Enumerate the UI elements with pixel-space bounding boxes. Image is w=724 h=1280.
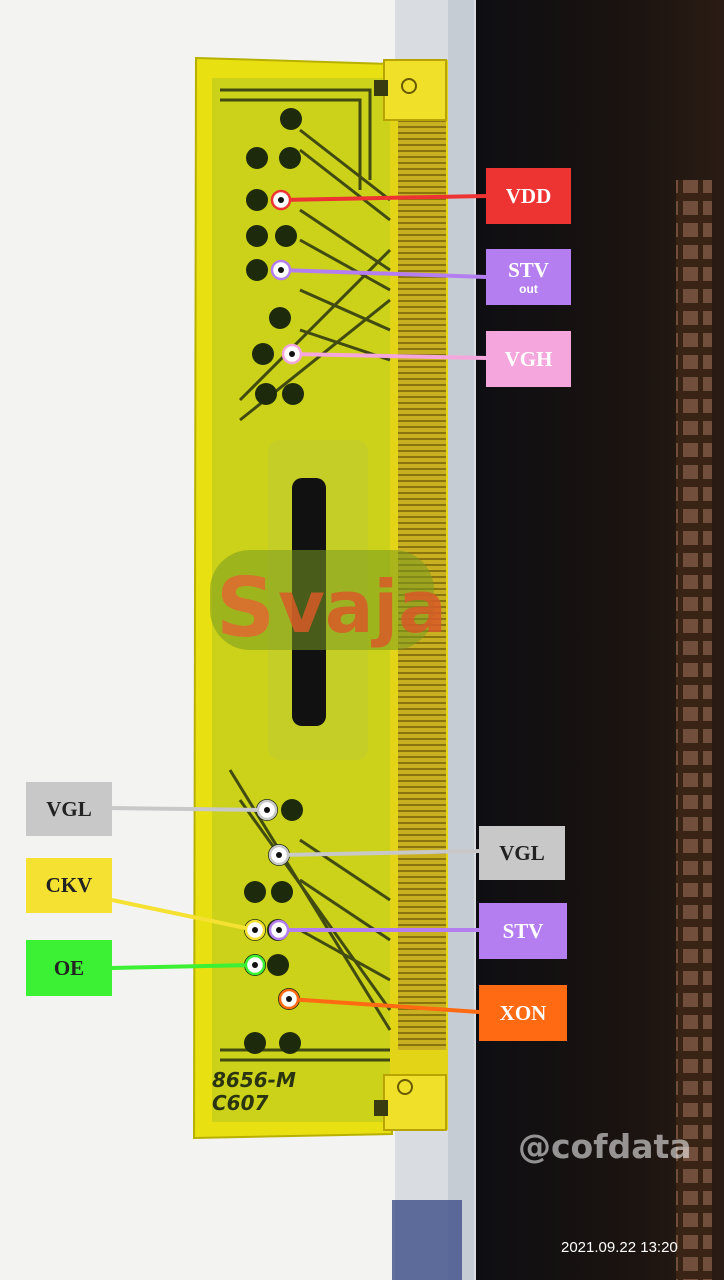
- ckv-label: CKV: [26, 858, 112, 913]
- vdd-label-text: VDD: [505, 183, 552, 208]
- oe-label-text: OE: [53, 955, 85, 980]
- ckv-leader: [111, 898, 256, 932]
- logo-text: vaja: [278, 565, 447, 649]
- xon-label-text: XON: [499, 1000, 547, 1025]
- test-points: [244, 189, 303, 1010]
- oe-label: OE: [26, 940, 112, 996]
- vaja-logo: S vaja: [210, 550, 447, 656]
- oe-leader: [111, 963, 256, 970]
- vgh-leader: [291, 352, 487, 360]
- stv-label: STV: [479, 903, 567, 959]
- part-number-line1: 8656-M: [212, 1068, 296, 1092]
- stv-out-label: STV out: [486, 249, 571, 305]
- vgl-left-leader: [109, 806, 268, 812]
- vgh-label: VGH: [486, 331, 571, 387]
- vgl-right-label-text: VGL: [499, 840, 545, 865]
- vdd-label: VDD: [486, 168, 571, 224]
- xon-leader: [288, 997, 480, 1014]
- part-number-line2: C607: [212, 1091, 269, 1115]
- vgl-left-label-text: VGL: [46, 796, 92, 821]
- vgl-right-label: VGL: [479, 826, 565, 880]
- vgh-label-text: VGH: [504, 346, 553, 371]
- svg-text:S: S: [216, 561, 275, 656]
- ckv-label-text: CKV: [45, 873, 93, 897]
- vdd-leader: [280, 194, 487, 202]
- stv-out-label-text: STV: [508, 257, 549, 282]
- watermark: @cofdata: [518, 1127, 692, 1166]
- xon-label: XON: [479, 985, 567, 1041]
- stv-label-text: STV: [502, 918, 544, 943]
- vgl-right-leader: [278, 849, 480, 857]
- timestamp: 2021.09.22 13:20: [561, 1239, 678, 1256]
- stv-out-label-sub: out: [519, 281, 538, 296]
- vgl-left-label: VGL: [26, 782, 112, 836]
- stv-out-leader: [280, 268, 487, 279]
